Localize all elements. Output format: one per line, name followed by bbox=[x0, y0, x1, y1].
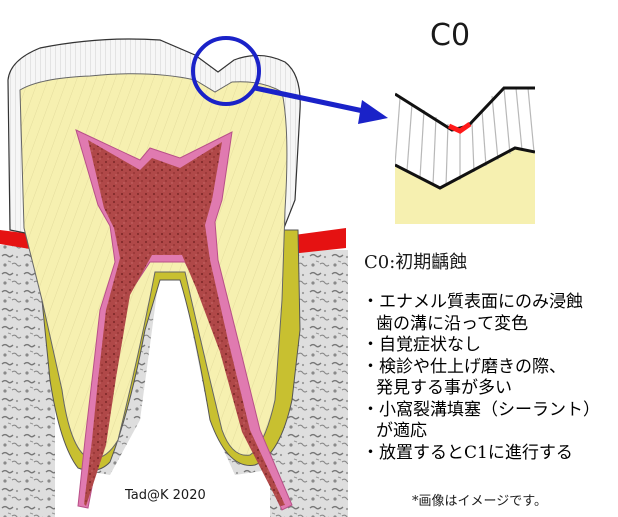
pulp bbox=[84, 140, 285, 506]
stage-title: C0 bbox=[430, 18, 471, 53]
caries-mark bbox=[447, 121, 472, 134]
disclaimer-text: *画像はイメージです。 bbox=[412, 494, 547, 509]
notes-list: ・エナメル質表面にのみ浸蝕 歯の溝に沿って変色 ・自覚症状なし ・検診や仕上げ磨… bbox=[362, 292, 600, 464]
arrow-icon bbox=[254, 85, 388, 124]
list-item: 歯の溝に沿って変色 bbox=[376, 313, 529, 334]
list-item: が適応 bbox=[376, 421, 427, 441]
list-item: ・自覚症状なし bbox=[362, 335, 481, 355]
list-item: ・小窩裂溝填塞（シーラント） bbox=[362, 399, 600, 420]
highlight-circle bbox=[191, 36, 261, 106]
zoom-detail bbox=[395, 68, 535, 224]
stage-heading: C0:初期齲蝕 bbox=[364, 252, 468, 273]
list-item: ・エナメル質表面にのみ浸蝕 bbox=[362, 292, 583, 312]
list-item: 発見する事が多い bbox=[376, 378, 512, 398]
list-item: ・検診や仕上げ磨きの際、 bbox=[362, 356, 566, 377]
list-item: ・放置するとC1に進行する bbox=[362, 442, 573, 463]
credit-text: Tad@K 2020 bbox=[125, 488, 206, 503]
